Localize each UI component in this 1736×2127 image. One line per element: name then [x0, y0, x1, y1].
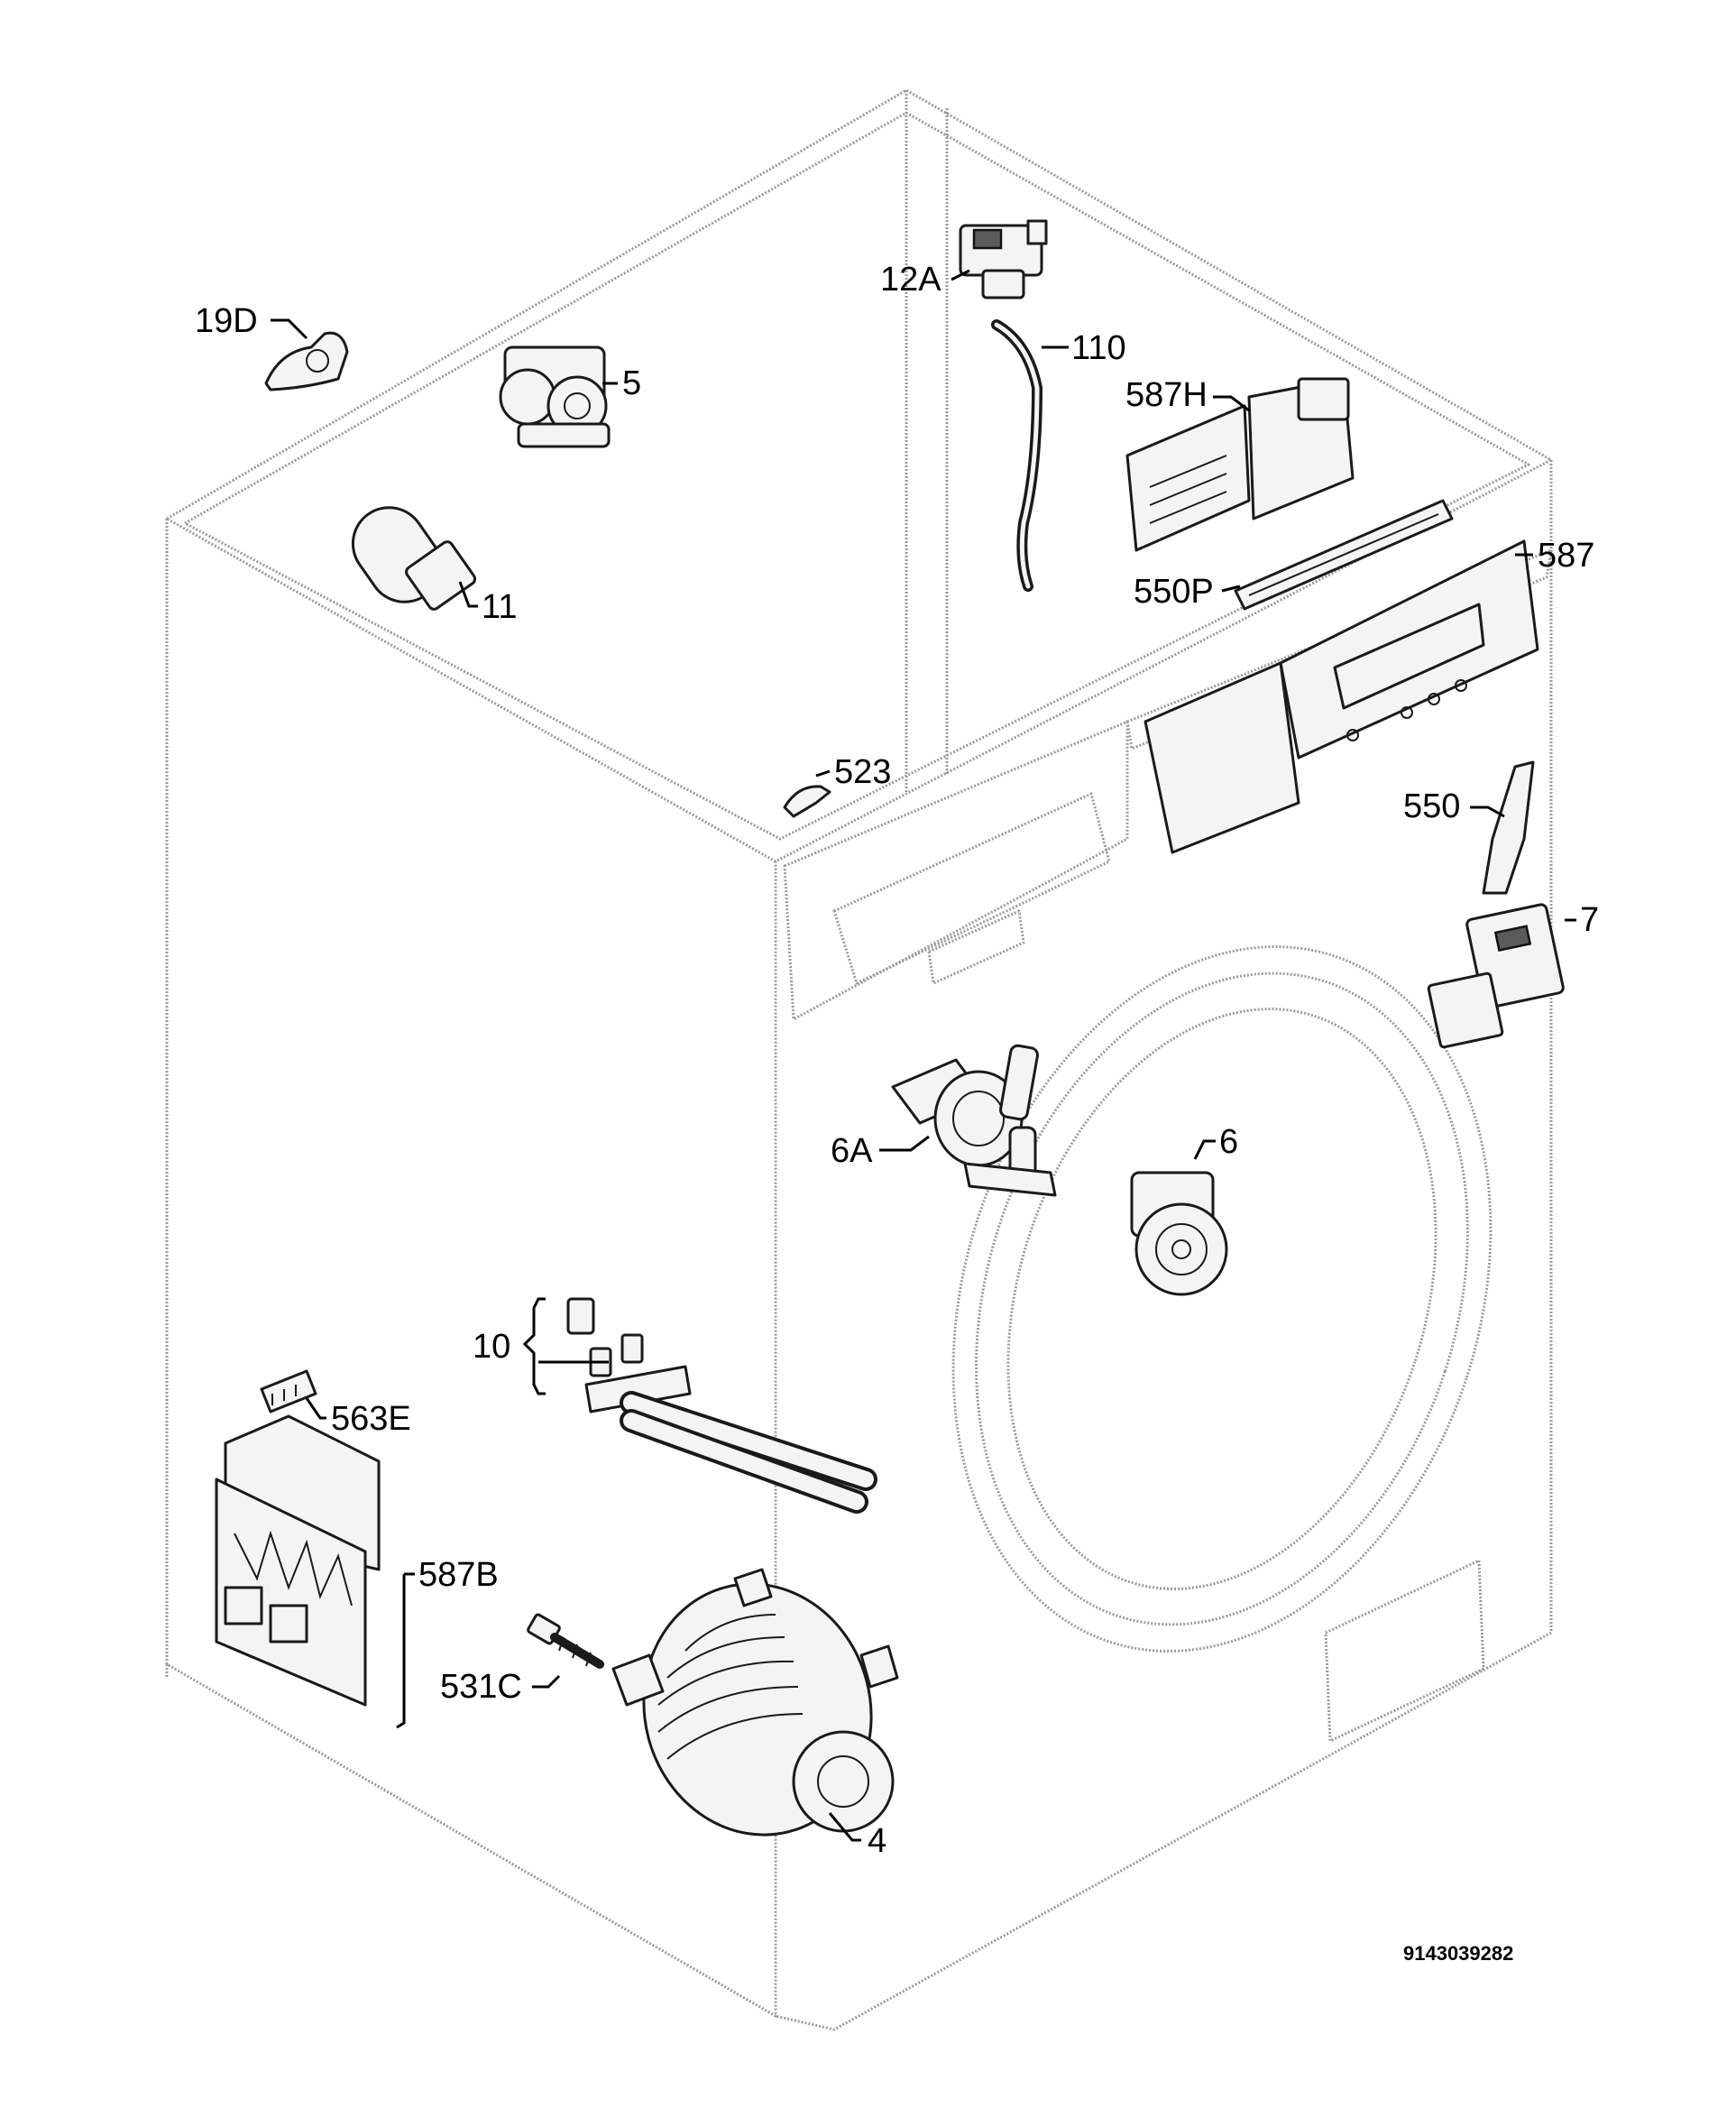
part-550-lever-icon: [1482, 760, 1535, 895]
part-4-motor-icon: [611, 1568, 899, 1837]
document-number: 9143039282: [1403, 1942, 1513, 1965]
callout-11: 11: [482, 588, 517, 626]
part-587B-box-icon: [215, 1414, 381, 1707]
callout-587: 587: [1538, 537, 1594, 575]
callout-110: 110: [1071, 329, 1126, 367]
part-5-valve-icon: [499, 345, 611, 448]
part-7-door-lock-icon: [1427, 903, 1565, 1049]
cabinet-outline: [165, 88, 1553, 2031]
part-531C-screw-icon: [527, 1613, 604, 1669]
callout-531C: 531C: [440, 1668, 522, 1706]
callout-4: 4: [868, 1822, 886, 1860]
callout-550: 550: [1403, 787, 1460, 825]
leader-lines: [271, 269, 1576, 1842]
part-6A-drain-pump-icon: [891, 1044, 1057, 1197]
callout-12A: 12A: [880, 261, 941, 299]
part-563E-connector-icon: [260, 1369, 317, 1413]
callout-6: 6: [1219, 1123, 1238, 1161]
part-19D-icon: [264, 331, 349, 391]
callout-6A: 6A: [831, 1132, 873, 1170]
callout-10: 10: [473, 1328, 510, 1366]
callout-19D: 19D: [195, 302, 258, 340]
part-523-clip-icon: [783, 785, 831, 818]
part-587H-module-icon: [1125, 377, 1355, 552]
callout-labels: 19D 5 11 12A 110 587H 550P 587 523 550 7…: [195, 261, 1599, 1860]
part-587-control-board-icon: [1144, 539, 1539, 854]
callout-5: 5: [622, 364, 641, 402]
callout-563E: 563E: [331, 1400, 411, 1438]
part-110-hose-icon: [991, 319, 1043, 592]
part-10-heater-icon: [566, 1297, 877, 1514]
callout-7: 7: [1580, 901, 1599, 939]
callout-550P: 550P: [1134, 573, 1214, 611]
part-6-pump-icon: [1130, 1171, 1228, 1296]
part-550P-panel-icon: [1234, 499, 1454, 611]
callout-587B: 587B: [418, 1556, 499, 1594]
part-11-capacitor-icon: [351, 506, 477, 611]
part-12A-pressure-switch-icon: [959, 219, 1048, 299]
callout-523: 523: [834, 753, 891, 791]
callout-587H: 587H: [1125, 376, 1208, 414]
